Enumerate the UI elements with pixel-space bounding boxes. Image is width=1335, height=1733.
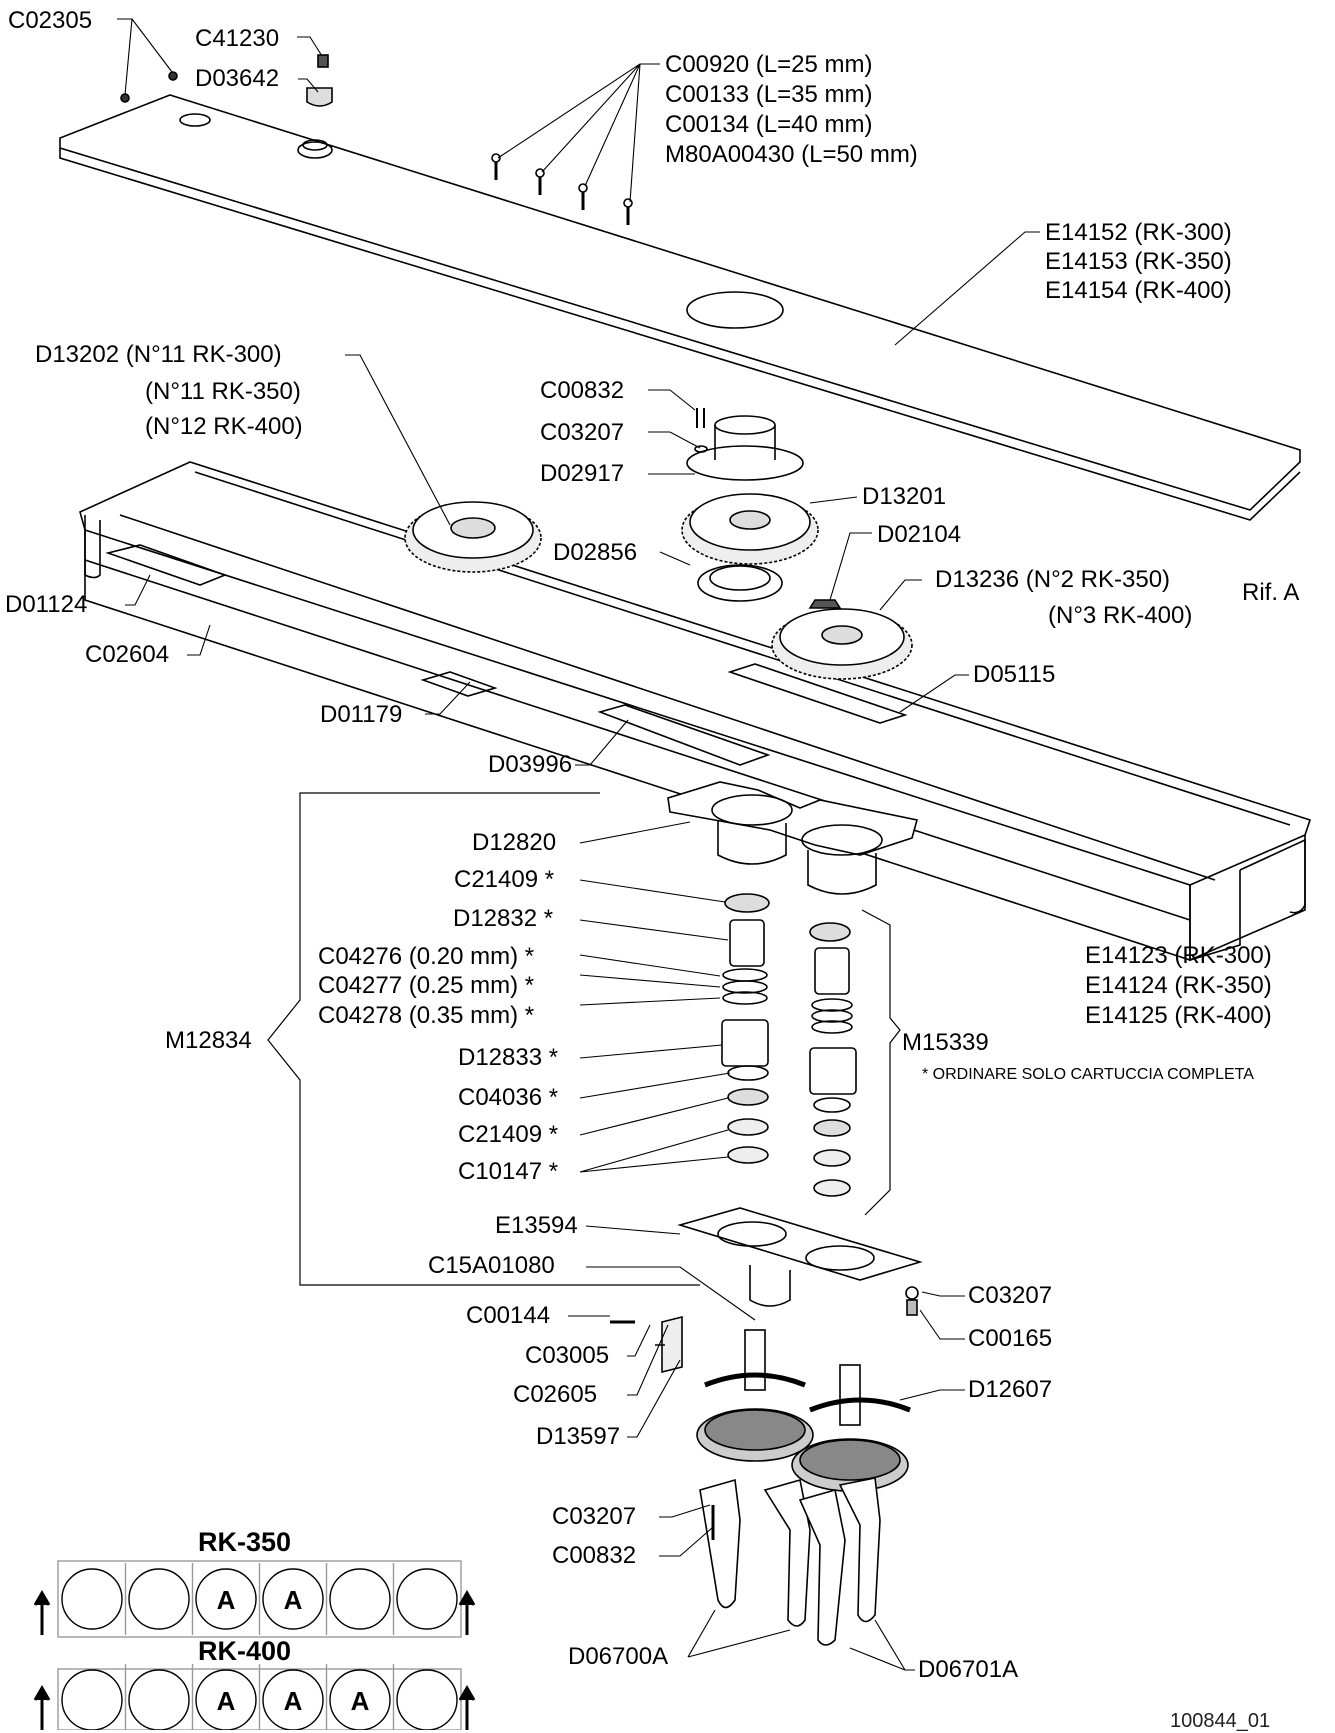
label-d03996: D03996	[488, 751, 573, 778]
label-c10147: C10147 *	[458, 1158, 559, 1185]
gears	[404, 493, 913, 680]
lower-plate	[677, 1207, 923, 1316]
label-c00920: C00920 (L=25 mm)	[665, 51, 873, 78]
label-c02305: C02305	[8, 7, 93, 34]
label-d13236: D13236 (N°2 RK-350)	[935, 566, 1171, 593]
label-c03005: C03005	[525, 1342, 610, 1369]
label-c03207-bot: C03207	[552, 1503, 637, 1530]
layout-title-rk350: RK-350	[198, 1527, 292, 1557]
label-d13597: D13597	[536, 1423, 621, 1450]
label-c00165: C00165	[968, 1325, 1053, 1352]
label-c04277: C04277 (0.25 mm) *	[318, 972, 535, 999]
label-c21409-b: C21409 *	[458, 1121, 559, 1148]
cover-fasteners	[120, 54, 633, 225]
rotor-position-rk-400-1	[61, 1669, 123, 1730]
label-c04278: C04278 (0.35 mm) *	[318, 1002, 535, 1029]
label-m15339: M15339	[902, 1029, 989, 1056]
label-d13202-c: (N°12 RK-400)	[145, 413, 303, 440]
label-d02856: D02856	[553, 539, 638, 566]
label-rif-a: Rif. A	[1242, 579, 1300, 606]
rotor-position-rk-350-3	[195, 1568, 257, 1630]
braces	[267, 792, 901, 1286]
strips	[105, 544, 908, 766]
label-e14125: E14125 (RK-400)	[1085, 1002, 1272, 1029]
label-d12607: D12607	[968, 1376, 1053, 1403]
label-c04276: C04276 (0.20 mm) *	[318, 943, 535, 970]
label-d13201: D13201	[862, 483, 947, 510]
label-d12833: D12833 *	[458, 1044, 559, 1071]
label-c04036: C04036 *	[458, 1084, 559, 1111]
label-m80a00430: M80A00430 (L=50 mm)	[665, 141, 918, 168]
rotor-position-rk-350-2	[128, 1568, 190, 1630]
label-c03207-mid: C03207	[968, 1282, 1053, 1309]
label-e13594: E13594	[495, 1212, 578, 1239]
rotor-mark-a: A	[351, 1686, 370, 1716]
label-d13202-b: (N°11 RK-350)	[145, 378, 301, 405]
label-d02917: D02917	[540, 460, 625, 487]
label-m12834: M12834	[165, 1027, 252, 1054]
label-c00832-bot: C00832	[552, 1542, 637, 1569]
layout-diagrams: A A A A A	[33, 1560, 476, 1730]
rotor-position-rk-400-5	[329, 1669, 391, 1730]
label-c15a01080: C15A01080	[428, 1252, 555, 1279]
label-c00832-top: C00832	[540, 377, 625, 404]
hub	[686, 408, 804, 481]
label-c00134: C00134 (L=40 mm)	[665, 111, 873, 138]
label-d03642: D03642	[195, 65, 280, 92]
label-d01179: D01179	[320, 701, 403, 728]
blades	[699, 1477, 881, 1646]
rotor-position-rk-400-3	[195, 1669, 257, 1730]
rotor-mark-a: A	[217, 1686, 236, 1716]
leader-lines	[117, 18, 1040, 1671]
rotor-position-rk-400-4	[262, 1669, 324, 1730]
rotor-position-rk-350-1	[61, 1568, 123, 1630]
label-c02604: C02604	[85, 641, 170, 668]
housing-frame	[79, 461, 1312, 962]
label-d05115: D05115	[973, 661, 1056, 688]
rotor-position-rk-350-5	[329, 1568, 391, 1630]
drawing-number: 100844_01	[1170, 1710, 1271, 1732]
note-ordinare: * ORDINARE SOLO CARTUCCIA COMPLETA	[922, 1066, 1254, 1083]
label-c00144: C00144	[466, 1302, 551, 1329]
label-c41230: C41230	[195, 25, 280, 52]
label-d13236-b: (N°3 RK-400)	[1048, 602, 1193, 629]
label-e14153: E14153 (RK-350)	[1045, 248, 1232, 275]
rotor-position-rk-400-2	[128, 1669, 190, 1730]
rotor-position-rk-350-6	[396, 1568, 458, 1630]
layout-title-rk400: RK-400	[198, 1636, 292, 1666]
label-e14152: E14152 (RK-300)	[1045, 219, 1232, 246]
label-c21409-a: C21409 *	[454, 866, 555, 893]
rotor-mark-a: A	[284, 1585, 303, 1615]
label-d06700a: D06700A	[568, 1643, 669, 1670]
cover-plate	[59, 94, 1301, 521]
label-e14154: E14154 (RK-400)	[1045, 277, 1232, 304]
bearing-plate	[667, 781, 918, 895]
rotor-mark-a: A	[217, 1585, 236, 1615]
label-d13202: D13202 (N°11 RK-300)	[35, 341, 282, 368]
label-c00133: C00133 (L=35 mm)	[665, 81, 873, 108]
label-d06701a: D06701A	[918, 1656, 1019, 1683]
label-c02605: C02605	[513, 1381, 598, 1408]
label-d12832: D12832 *	[453, 905, 554, 932]
label-d01124: D01124	[5, 591, 88, 618]
label-d02104: D02104	[877, 521, 962, 548]
label-e14124: E14124 (RK-350)	[1085, 972, 1272, 999]
bearing-stacks	[721, 893, 857, 1197]
rotors	[610, 1315, 911, 1492]
rotor-position-rk-350-4	[262, 1568, 324, 1630]
rotor-position-rk-400-6	[396, 1669, 458, 1730]
label-d12820: D12820	[472, 829, 557, 856]
label-c03207-top: C03207	[540, 419, 625, 446]
rotor-mark-a: A	[284, 1686, 303, 1716]
label-e14123: E14123 (RK-300)	[1085, 942, 1272, 969]
